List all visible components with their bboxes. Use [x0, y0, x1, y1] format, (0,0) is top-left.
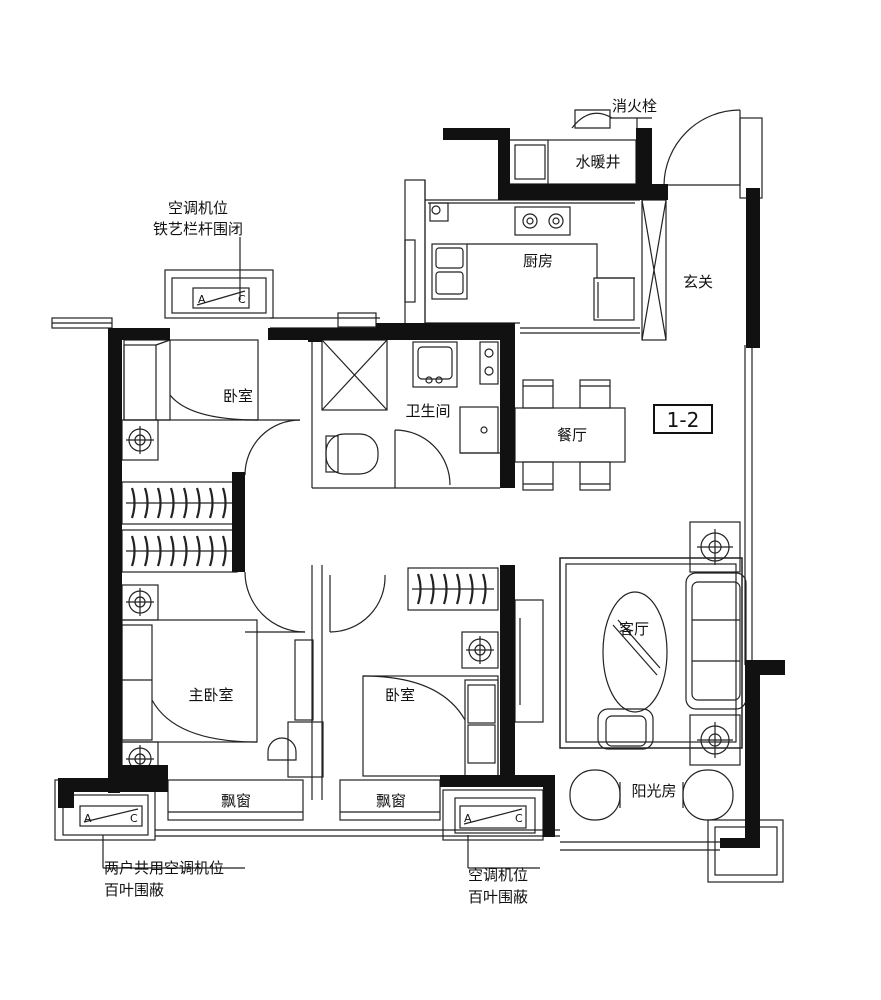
room-label-bay-window-right: 飘窗: [376, 792, 406, 810]
hanger-mark: [169, 535, 175, 567]
ac-unit-top: A C: [192, 287, 250, 309]
annotation-ac-top-line1: 空调机位: [168, 199, 228, 217]
room-label-bedroom-top: 卧室: [223, 387, 253, 405]
room-label-living: 客厅: [619, 620, 649, 638]
annotation-ac-bottom-right-line2: 百叶围蔽: [468, 888, 528, 906]
annotation-ac-top-line2: 铁艺栏杆围闭: [153, 220, 243, 238]
hanger-mark: [208, 487, 214, 519]
annotation-ac-bottom-left-line2: 百叶围蔽: [104, 881, 164, 899]
room-label-water-shaft: 水暖井: [575, 153, 620, 171]
wardrobe-hangers: [126, 487, 494, 605]
hanger-mark: [182, 487, 188, 519]
annotation-ac-bottom-right-line1: 空调机位: [468, 866, 528, 884]
ac-letter-a: A: [198, 293, 206, 306]
room-label-bedroom-middle: 卧室: [385, 686, 415, 704]
ac-letter-c: C: [515, 812, 523, 825]
hanger-mark: [221, 487, 227, 519]
ac-fixtures: [126, 426, 733, 773]
ac-letter-a: A: [84, 812, 92, 825]
ac-letter-c: C: [130, 812, 138, 825]
room-label-entrance: 玄关: [683, 273, 713, 291]
hanger-mark: [195, 535, 201, 567]
unit-code-box: [653, 404, 713, 434]
hanger-mark: [169, 487, 175, 519]
room-label-bay-window-left: 飘窗: [221, 792, 251, 810]
room-label-dining: 餐厅: [557, 426, 587, 444]
hanger-mark: [130, 487, 136, 519]
ac-unit-bottom-left: A C: [79, 805, 143, 827]
hanger-mark: [468, 573, 474, 605]
hanger-mark: [221, 535, 227, 567]
hanger-mark: [182, 535, 188, 567]
ac-letter-c: C: [238, 293, 246, 306]
hanger-mark: [156, 487, 162, 519]
hanger-mark: [429, 573, 435, 605]
room-label-sunroom: 阳光房: [631, 782, 676, 800]
hanger-mark: [442, 573, 448, 605]
hanger-mark: [416, 573, 422, 605]
hanger-mark: [481, 573, 487, 605]
unit-code: 1-2: [667, 408, 700, 432]
hanger-mark: [455, 573, 461, 605]
hanger-mark: [195, 487, 201, 519]
hanger-mark: [156, 535, 162, 567]
annotation-ac-bottom-left-line1: 两户共用空调机位: [104, 859, 224, 877]
hanger-mark: [143, 487, 149, 519]
hanger-mark: [208, 535, 214, 567]
hanger-mark: [143, 535, 149, 567]
room-label-bathroom: 卫生间: [405, 402, 450, 420]
walls: [58, 128, 785, 848]
hanger-mark: [130, 535, 136, 567]
room-label-master-bedroom: 主卧室: [188, 686, 233, 704]
ac-unit-bottom-right: A C: [459, 805, 527, 829]
room-label-kitchen: 厨房: [523, 252, 553, 270]
annotation-hydrant: 消火栓: [612, 97, 657, 115]
ac-letter-a: A: [464, 812, 472, 825]
